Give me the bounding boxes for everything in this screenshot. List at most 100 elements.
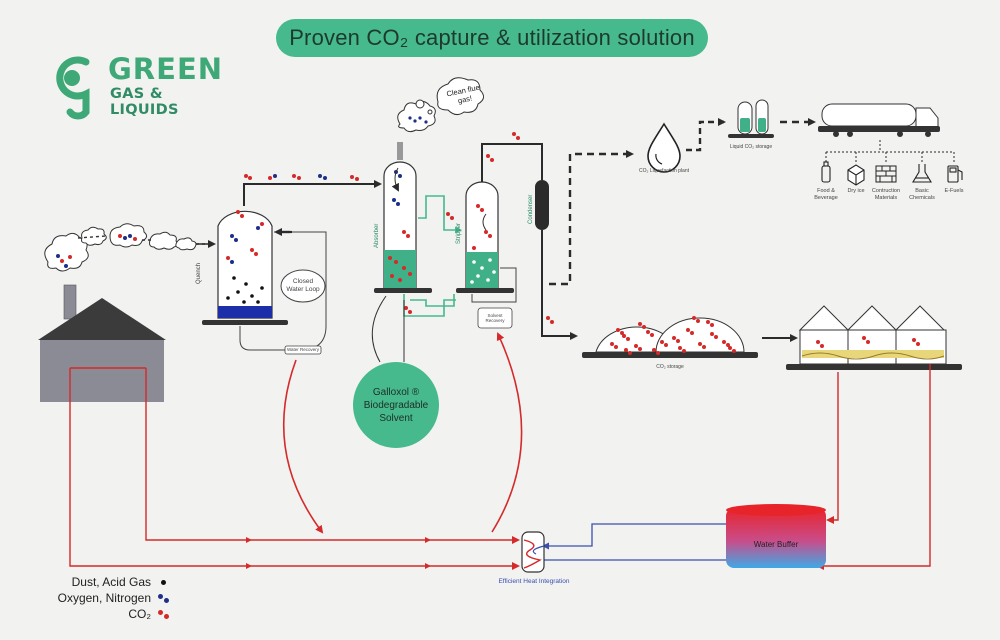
liquid-co2-storage-tanks: [728, 99, 774, 138]
co2-molecule-dot: [660, 340, 664, 344]
tanker-truck: [818, 103, 940, 137]
smoke-cloud: [44, 223, 197, 272]
galloxol-solvent-badge: Galloxol ® Biodegradable Solvent: [353, 362, 439, 448]
co2-line-molecules: [486, 132, 520, 162]
legend-row-oxygen-nitrogen: Oxygen, Nitrogen: [20, 590, 170, 606]
ice-cube-icon: [847, 164, 865, 186]
co2-molecule-dot: [620, 331, 624, 335]
heat-exchanger: [521, 531, 545, 573]
co2-molecule-dot: [710, 323, 714, 327]
co2-molecule-dot: [726, 343, 730, 347]
brand-logo: GREEN GAS & LIQUIDS: [50, 52, 222, 122]
logo-line2: GAS & LIQUIDS: [110, 86, 179, 118]
closed-water-loop-label: Closed Water Loop: [286, 278, 320, 293]
legend: Dust, Acid Gas Oxygen, Nitrogen CO₂: [20, 574, 170, 622]
clean-flue-gas-cloud: [397, 77, 484, 133]
heat-integration-label: Efficient Heat Integration: [498, 578, 570, 585]
quench-to-absorber-line: [243, 180, 382, 206]
brick-wall-icon: [875, 165, 897, 183]
co2-molecule-dot: [626, 337, 630, 341]
co2-dots-icon: [156, 609, 170, 619]
smoke-molecules: [56, 234, 137, 268]
co2-molecule-dot: [656, 351, 660, 355]
liquefaction-to-storage-line: [686, 118, 726, 152]
liquid-storage-label: Liquid CO₂ storage: [729, 144, 773, 150]
co2-molecule-dot: [722, 340, 726, 344]
product-distribution-lines: [825, 140, 955, 162]
bottle-icon: [821, 161, 831, 183]
co2-molecule-dot: [672, 336, 676, 340]
co2-molecule-dot: [676, 339, 680, 343]
co2-molecule-dot: [652, 348, 656, 352]
water-buffer-tank: [726, 504, 826, 568]
greenhouses: [786, 305, 962, 370]
stripper-label: Stripper: [456, 222, 462, 244]
quench-label: Quench: [196, 262, 202, 284]
co2-molecule-dot: [678, 346, 682, 350]
factory: [38, 284, 166, 402]
logo-line1: GREEN: [108, 52, 224, 86]
product-label-construction: Contruction Materials: [871, 188, 901, 201]
to-liquefaction-line: [549, 150, 634, 286]
condenser: [535, 180, 549, 230]
absorber-label: Absorber: [374, 223, 380, 248]
water-recovery-label: Water Recovery: [286, 347, 320, 352]
co2-molecule-dot: [634, 344, 638, 348]
co2-molecule-dot: [698, 342, 702, 346]
water-buffer-label: Water Buffer: [753, 540, 799, 549]
product-label-chemicals: Basic Chemicals: [909, 188, 935, 201]
co2-molecule-dot: [702, 345, 706, 349]
co2-molecule-dot: [710, 332, 714, 336]
condenser-label: Condenser: [528, 194, 534, 224]
co2-molecule-dot: [622, 334, 626, 338]
co2-molecule-dot: [686, 328, 690, 332]
co2-molecule-dot: [628, 351, 632, 355]
product-label-food: Food & Beverage: [814, 188, 838, 201]
stripper-to-condenser-line: [481, 143, 543, 182]
co2-molecule-dot: [614, 345, 618, 349]
co2-molecule-dot: [624, 348, 628, 352]
co2-molecule-dot: [638, 347, 642, 351]
co2-molecule-dot: [696, 319, 700, 323]
co2-molecule-dot: [610, 342, 614, 346]
oxygen-nitrogen-dots-icon: [156, 593, 170, 603]
co2-molecule-dot: [706, 320, 710, 324]
dust-dot-icon: [156, 579, 170, 585]
product-label-efuels: E-Fuels: [944, 188, 964, 194]
co2-molecule-dot: [650, 333, 654, 337]
flow-direction-ticks: [246, 537, 431, 569]
liquefaction-plant: [647, 122, 681, 173]
product-label-dry-ice: Dry ice: [847, 188, 865, 194]
co2-molecule-dot: [638, 322, 642, 326]
co2-storage-label: CO₂ storage: [656, 364, 684, 370]
co2-molecule-dot: [646, 330, 650, 334]
solvent-pointer-lines: [371, 295, 405, 363]
logo-mark: [56, 56, 90, 120]
closed-water-loop: [239, 228, 327, 355]
absorber-column: [374, 142, 432, 293]
co2-storage-domes: [582, 316, 758, 358]
co2-molecule-dot: [682, 349, 686, 353]
solvent-recovery-label: Solvent Recovery: [485, 313, 505, 323]
co2-molecule-dot: [714, 335, 718, 339]
co2-molecule-dot: [728, 346, 732, 350]
co2-molecule-dot: [692, 316, 696, 320]
co2-molecule-dot: [642, 325, 646, 329]
flask-icon: [912, 164, 932, 183]
co2-molecule-dot: [664, 343, 668, 347]
page-title: Proven CO₂ capture & utilization solutio…: [276, 19, 708, 57]
line-molecules: [244, 174, 359, 181]
co2-molecule-dot: [616, 328, 620, 332]
co2-molecule-dot: [732, 349, 736, 353]
stripper-column: [456, 181, 517, 329]
fuel-pump-icon: [947, 165, 963, 183]
condenser-to-split-line: [541, 230, 578, 340]
heat-integration-lines: [69, 332, 931, 570]
page-title-text: Proven CO₂ capture & utilization solutio…: [289, 25, 695, 50]
co2-molecule-dot: [690, 331, 694, 335]
solvent-loop-molecules: [404, 212, 454, 314]
liquefaction-plant-label: CO₂ Liquefaction plant: [638, 168, 690, 174]
legend-row-dust: Dust, Acid Gas: [20, 574, 170, 590]
